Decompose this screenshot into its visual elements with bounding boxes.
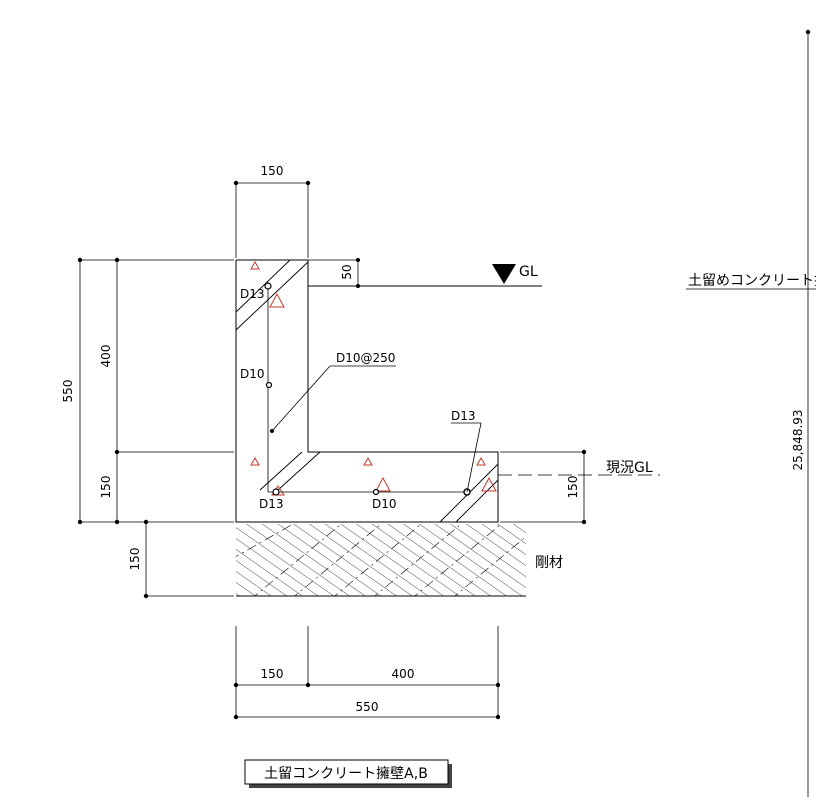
dim-bottom-total: 550 xyxy=(356,700,379,714)
dim-ground-offset: 50 xyxy=(340,264,354,279)
dim-base-height-left: 150 xyxy=(99,476,113,499)
dimension-lines xyxy=(77,29,816,797)
rebar-lines xyxy=(264,282,471,496)
rebar-label-top: D13 xyxy=(240,287,265,301)
rebar-label-base-mid: D10 xyxy=(372,497,397,511)
triangle-markers xyxy=(250,260,497,496)
rigid-material-label: 剛材 xyxy=(535,555,563,571)
dim-top-width: 150 xyxy=(261,164,284,178)
right-side-label: 土留めコンクリート擁 xyxy=(688,273,816,289)
rebar-label-heel: D13 xyxy=(451,409,476,423)
dim-bottom-stem: 150 xyxy=(261,667,284,681)
existing-gl-label: 現況GL xyxy=(606,460,653,476)
rebar-label-spacing: D10@250 xyxy=(336,351,395,365)
dim-total-height: 550 xyxy=(61,380,75,403)
title-box xyxy=(244,759,452,788)
rebar-label-base-left: D13 xyxy=(259,497,284,511)
rebar-label-stem: D10 xyxy=(240,367,265,381)
gl-marker xyxy=(308,264,542,287)
gl-label: GL xyxy=(519,264,538,280)
foundation-hatch xyxy=(236,524,526,597)
right-side-vertical-dim: 25,848.93 xyxy=(791,409,805,470)
dim-foundation-height: 150 xyxy=(128,548,142,571)
leader-lines xyxy=(271,365,482,493)
dim-base-height-right: 150 xyxy=(566,476,580,499)
drawing-title: 土留コンクリート擁壁A,B xyxy=(264,766,428,782)
dim-bottom-heel: 400 xyxy=(392,667,415,681)
dim-stem-height: 400 xyxy=(99,345,113,368)
corner-hatch xyxy=(235,259,499,523)
wall-outline xyxy=(235,259,499,523)
